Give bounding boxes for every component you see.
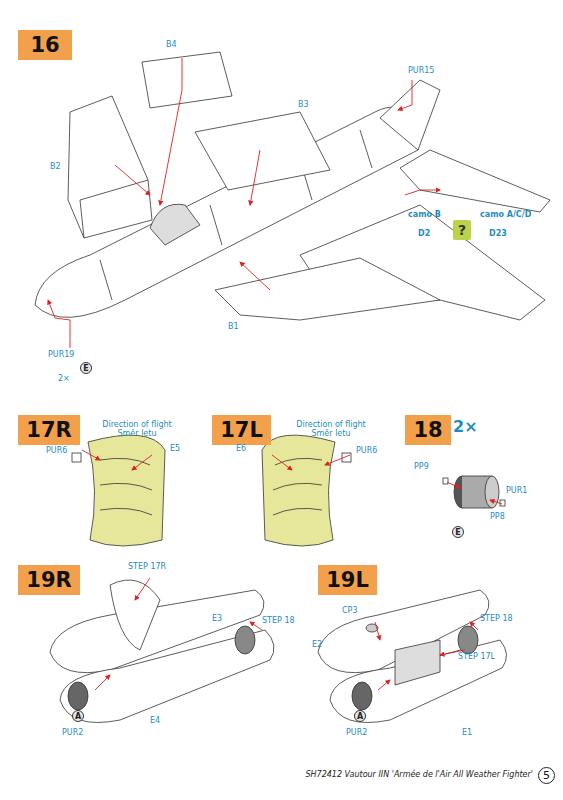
part-label: E1	[462, 728, 472, 737]
part-label: camo B	[408, 210, 441, 219]
part-label: E5	[170, 444, 180, 453]
part-label: B1	[228, 322, 239, 331]
node-text: 5	[543, 769, 550, 782]
part-label: PUR19	[48, 350, 74, 359]
node-text: 16	[30, 33, 59, 57]
page-footer: SH72412 Vautour IIN 'Armée de l'Air All …	[305, 770, 533, 779]
part-label: PP8	[490, 512, 505, 521]
node-text: 17R	[26, 418, 71, 442]
step-number: 16	[18, 30, 72, 60]
node-text: 17L	[220, 418, 263, 442]
part-label: 2×	[58, 374, 70, 383]
camo-query-box: ?	[453, 220, 471, 240]
page-number: 5	[538, 767, 555, 784]
part-label: D23	[489, 229, 507, 238]
part-label: CP3	[342, 606, 358, 615]
part-label: E3	[212, 614, 222, 623]
step-reference: STEP 17L	[458, 652, 495, 661]
part-label: PUR6	[46, 446, 67, 455]
node-text: ?	[458, 222, 466, 238]
part-label: PUR2	[346, 728, 367, 737]
part-label: E4	[150, 716, 160, 725]
part-label: B2	[50, 162, 61, 171]
node-text: 18	[413, 418, 442, 442]
node-text: 19R	[26, 568, 71, 592]
photoetch-icon: E	[80, 362, 92, 374]
node-text: E	[455, 528, 460, 537]
part-label: D2	[418, 229, 430, 238]
step-reference: STEP 18	[262, 616, 295, 625]
part-label: 2×	[453, 418, 478, 436]
node-text: E	[83, 364, 88, 373]
node-text: A	[75, 712, 81, 721]
part-label: PUR15	[408, 66, 434, 75]
part-label: B3	[298, 100, 309, 109]
photoetch-icon: E	[452, 526, 464, 538]
part-label: Direction of flight Směr letu	[96, 420, 178, 438]
step-number: 19R	[18, 565, 80, 595]
step-number: 17L	[212, 415, 271, 445]
step-number: 19L	[318, 565, 377, 595]
resin-icon: A	[72, 710, 84, 722]
step-number: 18	[405, 415, 451, 445]
step-reference: STEP 17R	[128, 562, 166, 571]
node-text: 19L	[326, 568, 369, 592]
resin-icon: A	[354, 710, 366, 722]
step-reference: STEP 18	[480, 614, 513, 623]
part-label: PUR2	[62, 728, 83, 737]
part-label: Direction of flight Směr letu	[290, 420, 372, 438]
part-label: E6	[236, 444, 246, 453]
node-text: A	[357, 712, 363, 721]
part-label: PP9	[414, 462, 429, 471]
part-label: B4	[166, 40, 177, 49]
part-label: PUR6	[356, 446, 377, 455]
part-label: PUR1	[506, 486, 527, 495]
part-label: E2	[312, 640, 322, 649]
step-number: 17R	[18, 415, 80, 445]
part-label: camo A/C/D	[480, 210, 531, 219]
